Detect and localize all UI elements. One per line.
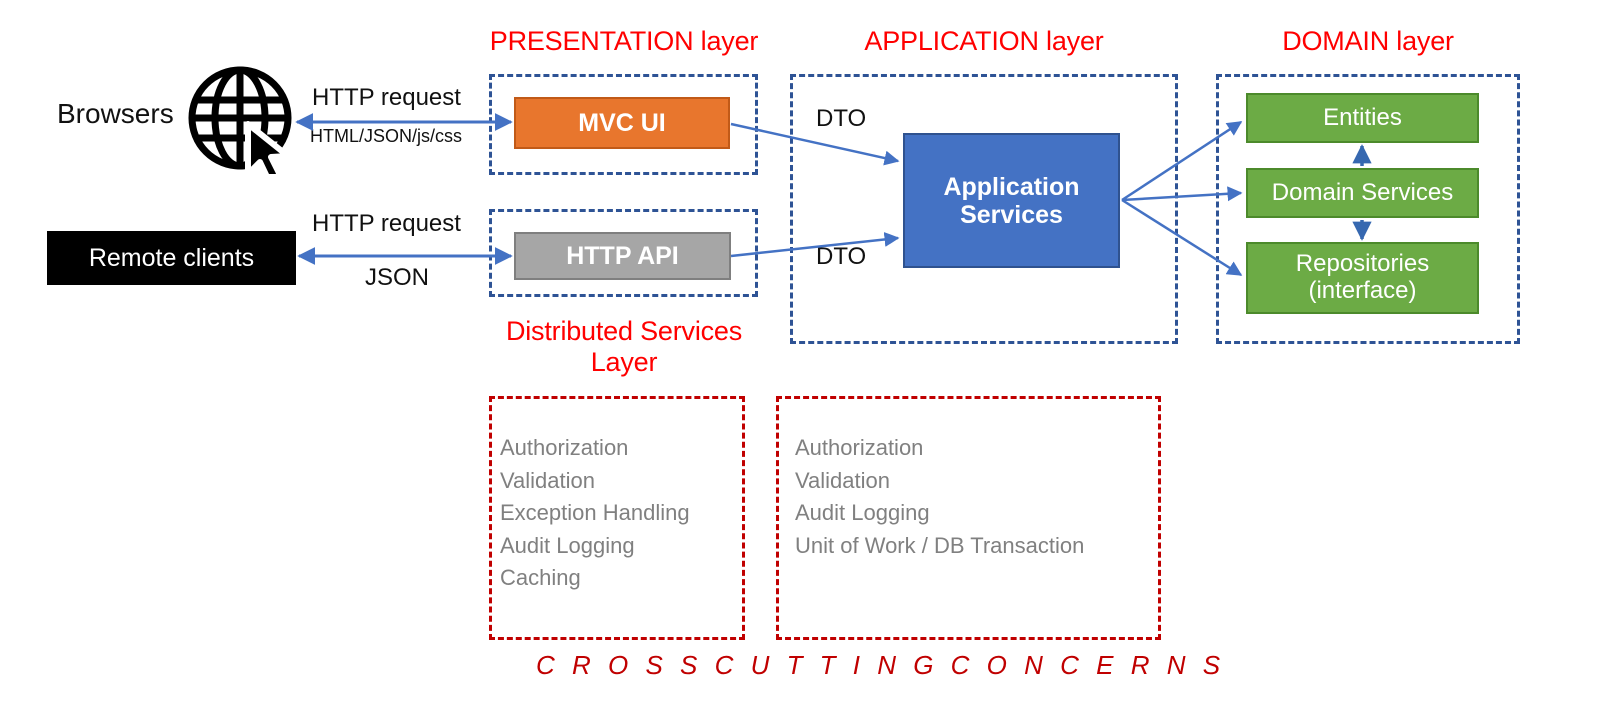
layer-title-distributed-services: Distributed Services Layer [505, 316, 743, 378]
dto-bottom-label: DTO [816, 243, 867, 270]
cross-cutting-box-application [776, 396, 1161, 640]
remote-http-request-label: HTTP request [312, 210, 461, 237]
application-services-line1: Application [943, 172, 1080, 201]
remote-response-label: JSON [365, 264, 430, 291]
remote-clients-box: Remote clients [47, 231, 296, 285]
repositories-box[interactable]: Repositories (interface) [1246, 242, 1479, 314]
application-services-box[interactable]: Application Services [903, 133, 1120, 268]
browser-response-label: HTML/JSON/js/css [310, 126, 463, 146]
browser-http-request-label: HTTP request [312, 84, 461, 111]
cross-cutting-list-application: Authorization Validation Audit Logging U… [795, 435, 1085, 558]
application-services-line2: Services [960, 200, 1063, 229]
layer-title-application: APPLICATION layer [864, 26, 1104, 56]
layer-title-domain: DOMAIN layer [1282, 26, 1454, 56]
globe-with-cursor-icon [188, 62, 300, 184]
domain-services-box[interactable]: Domain Services [1246, 168, 1479, 218]
repositories-line1: Repositories [1295, 250, 1430, 278]
entities-box[interactable]: Entities [1246, 93, 1479, 143]
browsers-label: Browsers [57, 98, 174, 129]
cross-cutting-list-presentation: Authorization Validation Exception Handl… [500, 435, 690, 591]
mvc-ui-box[interactable]: MVC UI [514, 97, 730, 149]
repositories-line2: (interface) [1308, 277, 1417, 304]
dto-top-label: DTO [816, 105, 867, 132]
http-api-box[interactable]: HTTP API [514, 232, 731, 280]
cross-cutting-box-presentation [489, 396, 745, 640]
cross-cutting-concerns-caption: C R O S S C U T T I N G C O N C E R N S [536, 650, 1226, 680]
layer-title-presentation: PRESENTATION layer [489, 26, 759, 56]
